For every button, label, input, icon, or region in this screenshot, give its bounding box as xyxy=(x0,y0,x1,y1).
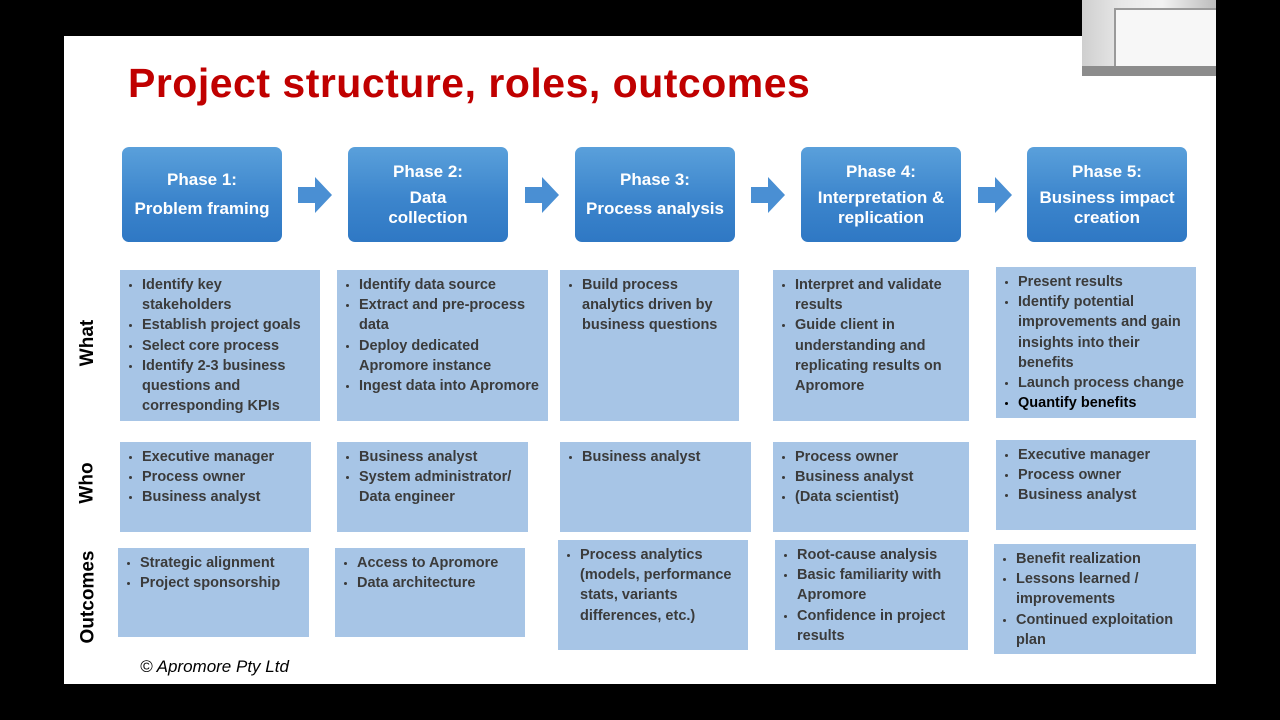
list-item: Identify 2-3 business questions and corr… xyxy=(142,356,314,417)
list-item: Business analyst xyxy=(359,447,522,467)
list-item: Business analyst xyxy=(582,447,745,467)
list-item: Business analyst xyxy=(1018,485,1190,505)
list-item: Process owner xyxy=(1018,465,1190,485)
list-item: System administrator/ Data engineer xyxy=(359,467,522,507)
list-item: Build process analytics driven by busine… xyxy=(582,275,733,336)
what-phase-5: Present results Identify potential impro… xyxy=(996,267,1196,418)
arrow-right-icon xyxy=(525,177,559,213)
list-item: Basic familiarity with Apromore xyxy=(797,565,962,605)
phase-4-box: Phase 4: Interpretation & replication xyxy=(801,147,961,242)
list-item: Launch process change xyxy=(1018,373,1190,393)
who-phase-3: Business analyst xyxy=(560,442,751,532)
outcomes-phase-4: Root-cause analysis Basic familiarity wi… xyxy=(775,540,968,650)
whiteboard-image xyxy=(1114,8,1216,72)
list-item: (Data scientist) xyxy=(795,487,963,507)
list-item: Business analyst xyxy=(142,487,305,507)
list-item: Benefit realization xyxy=(1016,549,1190,569)
list-item: Identify data source xyxy=(359,275,542,295)
list-item: Deploy dedicated Apromore instance xyxy=(359,336,542,376)
list-item: Root-cause analysis xyxy=(797,545,962,565)
list-item: Business analyst xyxy=(795,467,963,487)
arrow-right-icon xyxy=(298,177,332,213)
who-phase-1: Executive manager Process owner Business… xyxy=(120,442,311,532)
list-item: Strategic alignment xyxy=(140,553,303,573)
room-floor-image xyxy=(1082,66,1216,76)
what-phase-4: Interpret and validate results Guide cli… xyxy=(773,270,969,421)
list-item: Data architecture xyxy=(357,573,519,593)
phase-label: Phase 1: xyxy=(167,170,237,189)
outcomes-phase-1: Strategic alignment Project sponsorship xyxy=(118,548,309,637)
phase-name: Data collection xyxy=(388,187,468,227)
list-item: Executive manager xyxy=(142,447,305,467)
phase-label: Phase 5: xyxy=(1072,161,1142,181)
row-label-who: Who xyxy=(77,462,98,504)
list-item: Process analytics (models, performance s… xyxy=(580,545,742,626)
row-label-what: What xyxy=(77,319,98,367)
list-item: Interpret and validate results xyxy=(795,275,963,315)
list-item: Identify key stakeholders xyxy=(142,275,314,315)
arrow-right-icon xyxy=(978,177,1012,213)
phase-name: Process analysis xyxy=(586,199,724,218)
outcomes-phase-3: Process analytics (models, performance s… xyxy=(558,540,748,650)
list-item: Continued exploitation plan xyxy=(1016,610,1190,650)
list-item: Confidence in project results xyxy=(797,606,962,646)
phase-5-box: Phase 5: Business impact creation xyxy=(1027,147,1187,242)
list-item: Project sponsorship xyxy=(140,573,303,593)
who-phase-5: Executive manager Process owner Business… xyxy=(996,440,1196,530)
list-item: Process owner xyxy=(142,467,305,487)
list-item: Extract and pre-process data xyxy=(359,295,542,335)
outcomes-phase-2: Access to Apromore Data architecture xyxy=(335,548,525,637)
list-item: Select core process xyxy=(142,336,314,356)
list-item: Quantify benefits xyxy=(1018,393,1190,413)
list-item: Process owner xyxy=(795,447,963,467)
phase-name: Business impact creation xyxy=(1039,187,1175,227)
slide-title: Project structure, roles, outcomes xyxy=(128,60,811,106)
arrow-right-icon xyxy=(751,177,785,213)
list-item: Access to Apromore xyxy=(357,553,519,573)
who-phase-2: Business analyst System administrator/ D… xyxy=(337,442,528,532)
phase-3-box: Phase 3: Process analysis xyxy=(575,147,735,242)
copyright-notice: © Apromore Pty Ltd xyxy=(140,657,289,676)
what-phase-2: Identify data source Extract and pre-pro… xyxy=(337,270,548,421)
row-label-outcomes: Outcomes xyxy=(77,550,99,644)
what-phase-3: Build process analytics driven by busine… xyxy=(560,270,739,421)
phase-name: Interpretation & replication xyxy=(817,187,945,227)
list-item: Executive manager xyxy=(1018,445,1190,465)
phase-name: Problem framing xyxy=(134,199,270,218)
phase-label: Phase 4: xyxy=(846,161,916,181)
phase-label: Phase 3: xyxy=(620,170,690,189)
list-item: Establish project goals xyxy=(142,315,314,335)
list-item: Guide client in understanding and replic… xyxy=(795,315,963,396)
phase-label: Phase 2: xyxy=(393,161,463,181)
list-item: Present results xyxy=(1018,272,1190,292)
what-phase-1: Identify key stakeholders Establish proj… xyxy=(120,270,320,421)
list-item: Identify potential improvements and gain… xyxy=(1018,292,1190,373)
who-phase-4: Process owner Business analyst (Data sci… xyxy=(773,442,969,532)
list-item: Ingest data into Apromore xyxy=(359,376,542,396)
outcomes-phase-5: Benefit realization Lessons learned / im… xyxy=(994,544,1196,654)
list-item: Lessons learned / improvements xyxy=(1016,569,1190,609)
phase-2-box: Phase 2: Data collection xyxy=(348,147,508,242)
webcam-overlay xyxy=(1082,0,1216,76)
phase-1-box: Phase 1: Problem framing xyxy=(122,147,282,242)
